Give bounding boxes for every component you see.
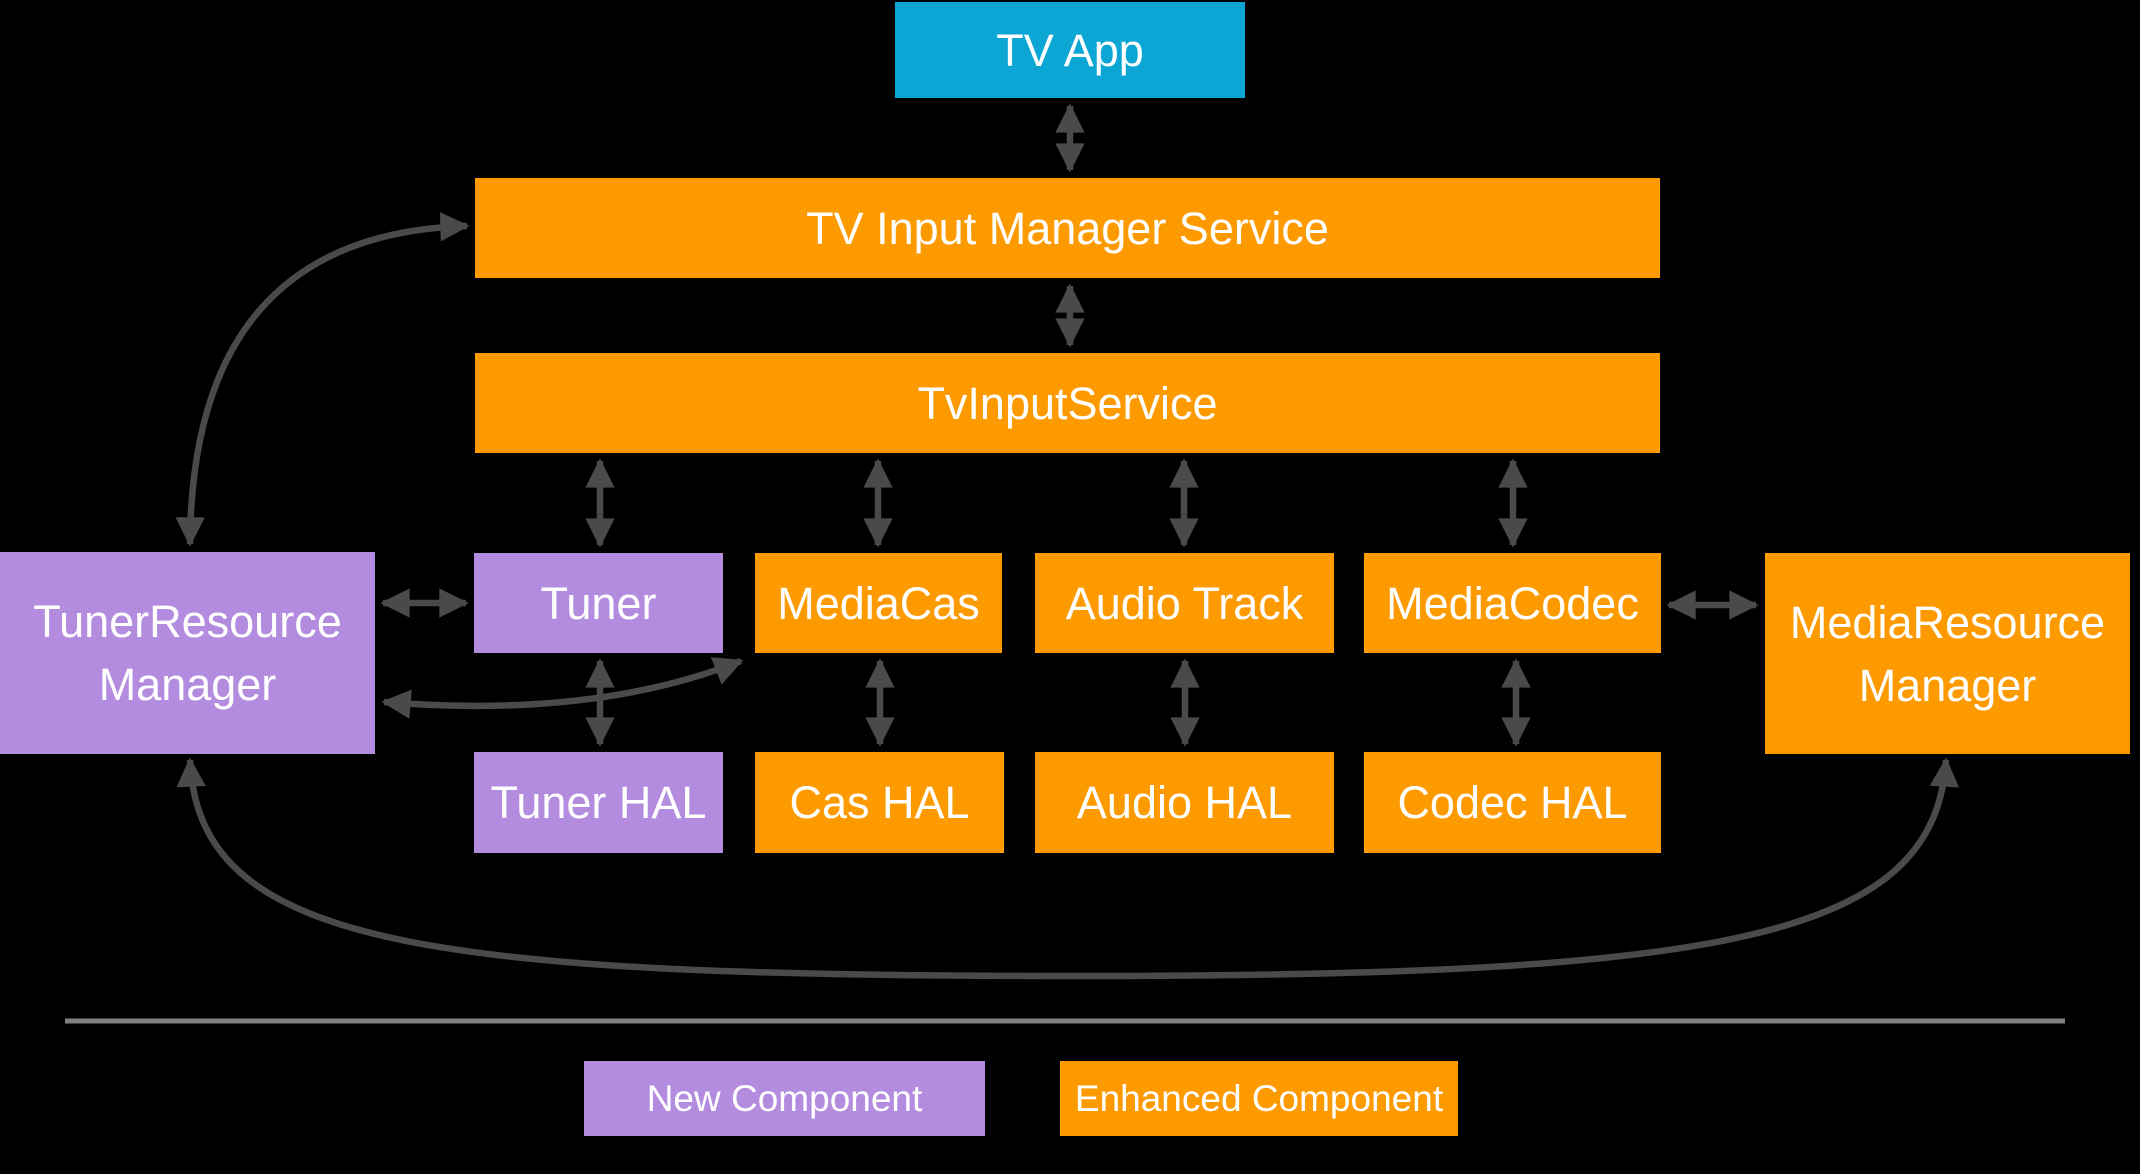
node-audio-track: Audio Track bbox=[1035, 553, 1334, 653]
node-tuner: Tuner bbox=[474, 553, 723, 653]
edge-trm-tims-curve bbox=[175, 212, 470, 547]
edge-trm-mrm-curve bbox=[176, 757, 1959, 980]
node-audio-hal: Audio HAL bbox=[1035, 752, 1334, 853]
node-tv-input-service: TvInputService bbox=[475, 353, 1660, 453]
node-tuner-hal: Tuner HAL bbox=[474, 752, 723, 853]
node-media-cas: MediaCas bbox=[755, 553, 1002, 653]
node-media-codec: MediaCodec bbox=[1364, 553, 1661, 653]
edge-trm-mediacas-curve bbox=[381, 657, 744, 719]
node-media-resource-manager: MediaResource Manager bbox=[1765, 553, 2130, 754]
node-codec-hal: Codec HAL bbox=[1364, 752, 1661, 853]
node-tuner-resource-manager: TunerResource Manager bbox=[0, 552, 375, 754]
node-tv-app: TV App bbox=[895, 2, 1245, 98]
node-tv-input-manager-service: TV Input Manager Service bbox=[475, 178, 1660, 278]
node-cas-hal: Cas HAL bbox=[755, 752, 1004, 853]
legend-new-component: New Component bbox=[584, 1061, 985, 1136]
legend-enhanced-component: Enhanced Component bbox=[1060, 1061, 1458, 1136]
